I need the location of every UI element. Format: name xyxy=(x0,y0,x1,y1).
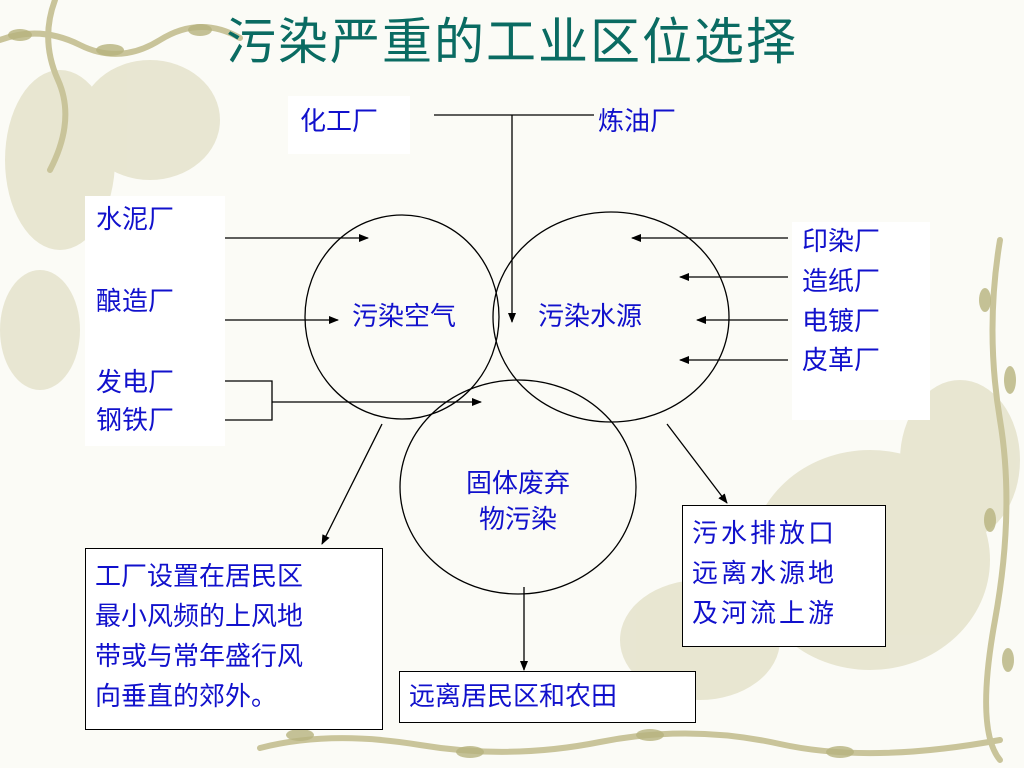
label-power-plant: 发电厂 xyxy=(96,368,175,398)
water-outcome-line: 污水排放口 xyxy=(692,519,838,549)
water-outcome-line: 及河流上游 xyxy=(692,599,838,629)
label-tannery: 皮革厂 xyxy=(802,346,881,376)
solid-outcome-box: 远离居民区和农田 xyxy=(399,671,696,723)
label-solid-waste-line2: 物污染 xyxy=(478,505,557,535)
label-refinery: 炼油厂 xyxy=(598,107,677,137)
label-air-pollution: 污染空气 xyxy=(352,302,457,332)
label-dyeing-plant: 印染厂 xyxy=(802,227,881,257)
label-electroplating-plant: 电镀厂 xyxy=(802,307,881,337)
arrow-air-outcome xyxy=(321,423,383,545)
water-outcome-line: 远离水源地 xyxy=(692,559,838,589)
label-steel-plant: 钢铁厂 xyxy=(96,406,175,436)
air-pollution-circle xyxy=(304,214,500,420)
air-outcome-line: 工厂设置在居民区 xyxy=(95,562,304,592)
air-outcome-box: 工厂设置在居民区 最小风频的上风地 带或与常年盛行风 向垂直的郊外。 xyxy=(85,548,383,730)
air-outcome-line: 向垂直的郊外。 xyxy=(95,682,278,712)
solid-outcome-text: 远离居民区和农田 xyxy=(409,682,618,712)
label-water-pollution: 污染水源 xyxy=(538,302,643,332)
slide-title: 污染严重的工业区位选择 xyxy=(226,13,798,71)
air-outcome-line: 最小风频的上风地 xyxy=(95,602,304,632)
label-brewery: 酿造厂 xyxy=(96,287,175,317)
bracket-power-steel xyxy=(225,380,273,421)
label-solid-waste-line1: 固体废弃 xyxy=(465,469,570,499)
label-panel xyxy=(792,222,930,420)
water-outcome-box: 污水排放口 远离水源地 及河流上游 xyxy=(682,505,886,647)
label-panel xyxy=(288,96,410,154)
label-panel xyxy=(85,196,225,446)
arrow-water-outcome xyxy=(666,423,728,504)
label-paper-mill: 造纸厂 xyxy=(802,267,881,297)
solid-waste-circle xyxy=(399,379,637,595)
label-chemical-plant: 化工厂 xyxy=(300,107,379,137)
label-cement-plant: 水泥厂 xyxy=(96,205,175,235)
air-outcome-line: 带或与常年盛行风 xyxy=(95,642,304,672)
